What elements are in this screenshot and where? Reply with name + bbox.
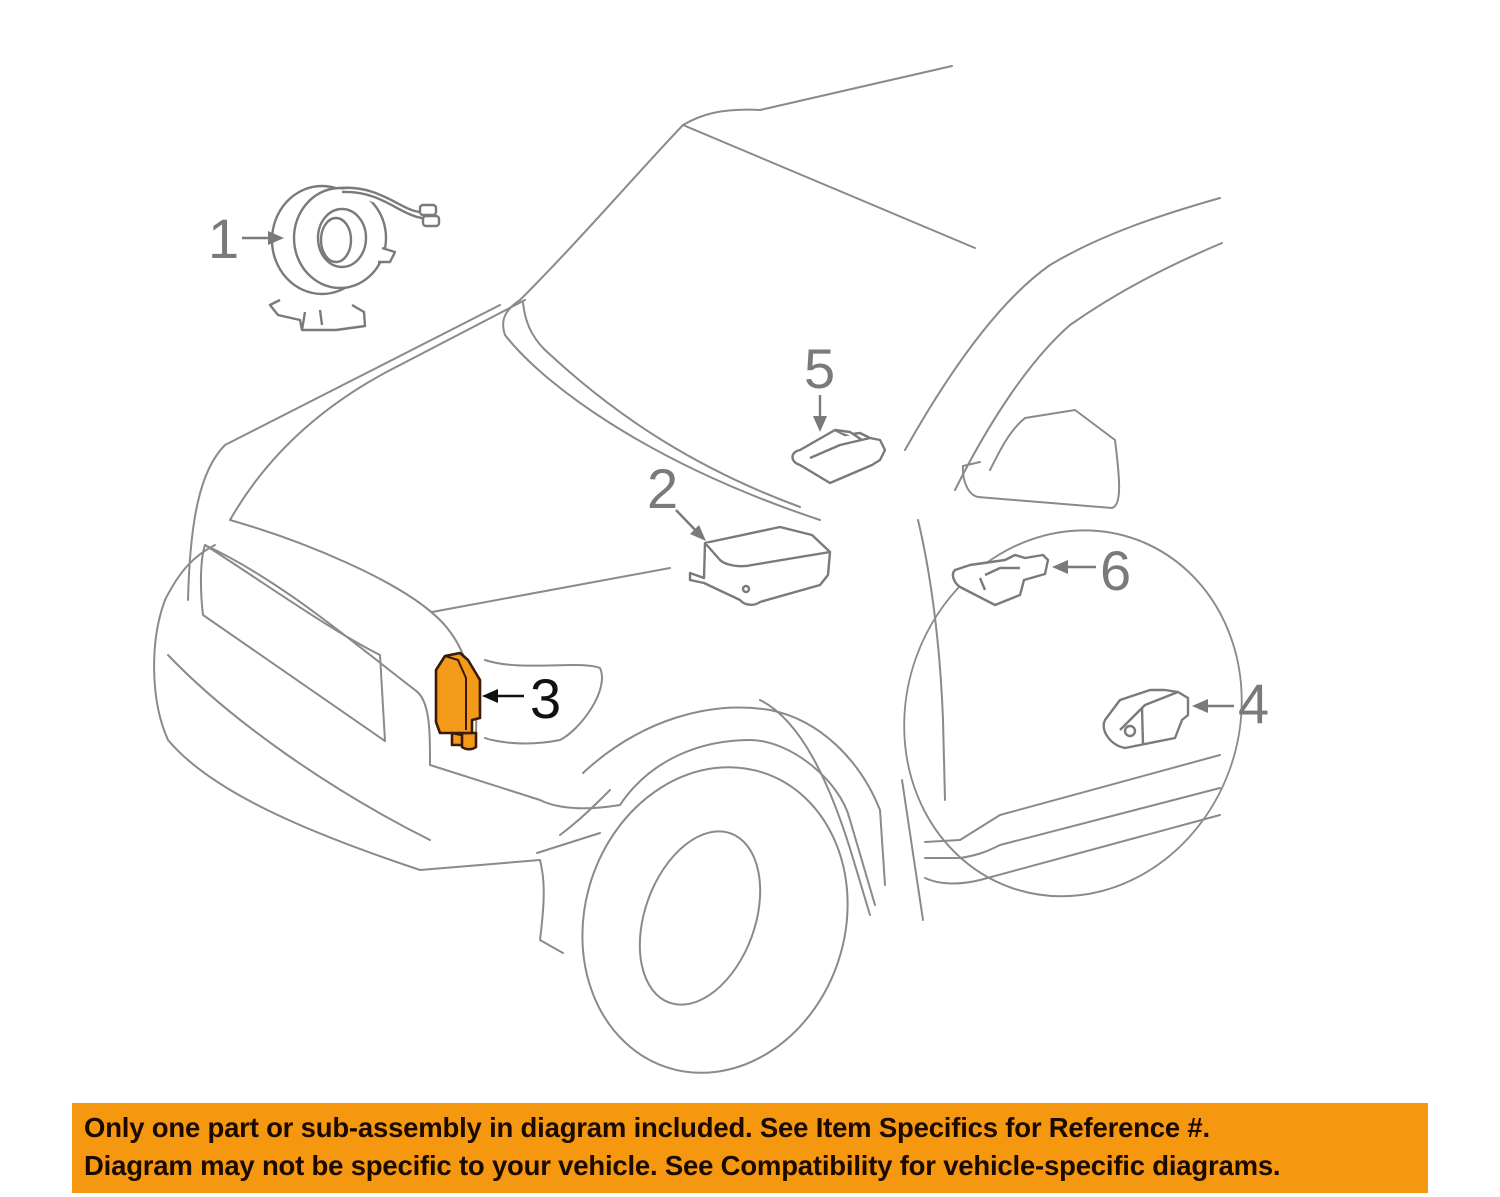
callout-number-6: 6	[1100, 539, 1131, 602]
disclaimer-banner: Only one part or sub-assembly in diagram…	[72, 1103, 1428, 1193]
callout-number-5: 5	[804, 337, 835, 400]
callout-number-2: 2	[647, 457, 678, 520]
part-4-side-impact-sensor[interactable]	[1102, 688, 1190, 750]
callout-number-1: 1	[208, 207, 239, 270]
callout-4: 4	[1192, 672, 1269, 735]
callout-number-3: 3	[530, 667, 561, 730]
callout-5: 5	[804, 337, 835, 432]
part-3-front-impact-sensor[interactable]	[434, 651, 482, 751]
vehicle-outline	[153, 65, 1243, 1074]
disclaimer-line-2: Diagram may not be specific to your vehi…	[84, 1150, 1281, 1181]
callout-1: 1	[208, 207, 284, 270]
callout-3: 3	[482, 667, 561, 730]
callout-2: 2	[647, 457, 706, 541]
part-6-connector[interactable]	[951, 553, 1050, 607]
part-5-connector[interactable]	[791, 428, 887, 485]
part-2-airbag-module[interactable]	[688, 525, 832, 606]
disclaimer-line-1: Only one part or sub-assembly in diagram…	[84, 1112, 1210, 1143]
part-1-clock-spring[interactable]	[268, 184, 441, 332]
callout-number-4: 4	[1238, 672, 1269, 735]
callout-6: 6	[1052, 539, 1131, 602]
